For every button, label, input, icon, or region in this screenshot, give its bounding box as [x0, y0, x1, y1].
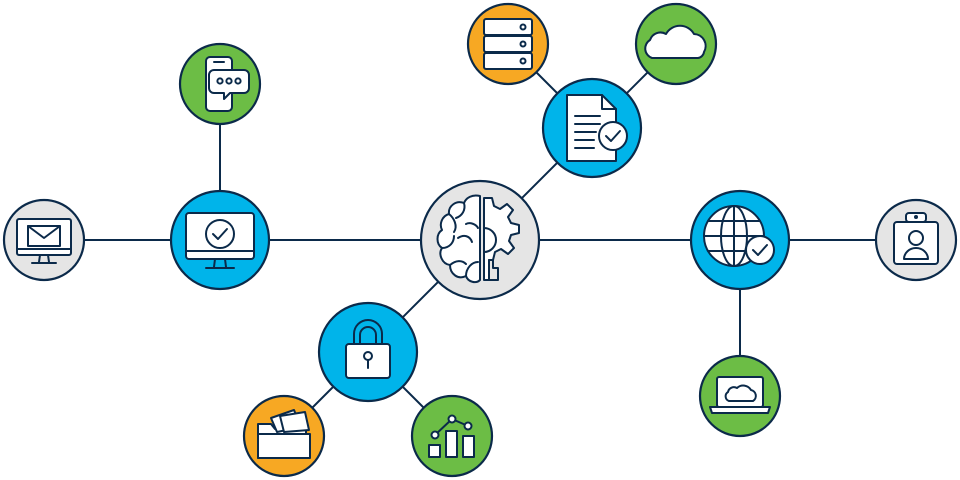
node-server	[466, 2, 550, 86]
document-check-icon	[566, 94, 628, 162]
mobile-chat-icon	[205, 56, 250, 112]
globe-check-icon	[703, 205, 775, 267]
node-cloud	[634, 2, 718, 86]
laptop-cloud-icon	[709, 376, 771, 414]
node-lock	[317, 301, 419, 403]
node-laptop	[698, 354, 782, 438]
folder-icon	[257, 409, 311, 459]
node-analytics	[410, 394, 494, 478]
node-globe	[689, 189, 791, 291]
node-folder	[242, 394, 326, 478]
cloud-icon	[644, 24, 707, 59]
node-document	[541, 77, 643, 179]
node-brain	[419, 179, 541, 301]
server-icon	[483, 18, 533, 70]
node-monitor	[169, 189, 271, 291]
bar-chart-icon	[428, 414, 475, 458]
node-badge	[874, 198, 958, 282]
brain-gear-icon	[436, 194, 520, 284]
email-monitor-icon	[16, 218, 72, 264]
node-chat	[178, 42, 262, 126]
node-email	[2, 198, 86, 282]
padlock-icon	[345, 319, 391, 379]
id-badge-icon	[893, 212, 939, 265]
monitor-check-icon	[185, 212, 255, 269]
